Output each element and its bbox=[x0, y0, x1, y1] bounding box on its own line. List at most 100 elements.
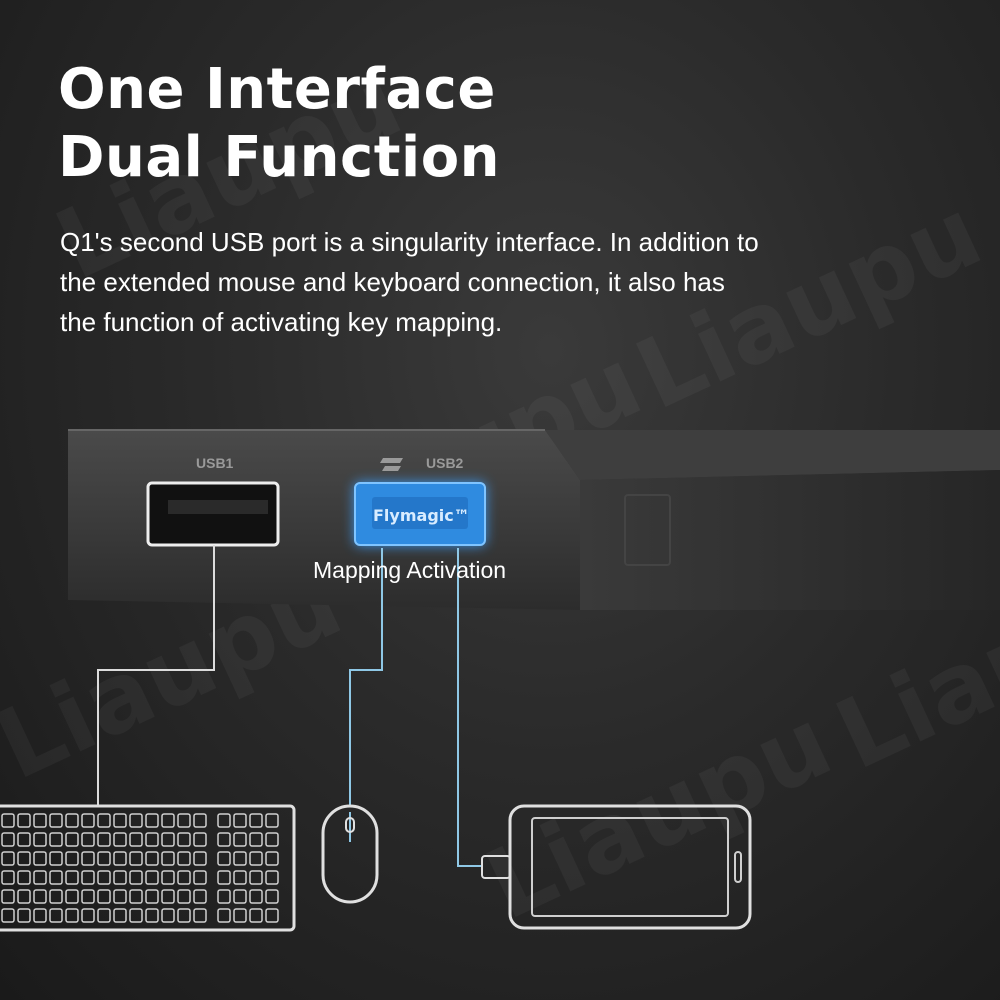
keyboard-key bbox=[81, 870, 95, 885]
keyboard-key bbox=[129, 851, 143, 866]
keyboard-key bbox=[217, 908, 231, 923]
keyboard-key bbox=[17, 851, 31, 866]
keyboard-key bbox=[193, 851, 207, 866]
keyboard-key bbox=[265, 832, 279, 847]
keyboard-key bbox=[217, 870, 231, 885]
keyboard-key bbox=[1, 832, 15, 847]
keyboard-key bbox=[233, 889, 247, 904]
keyboard-key bbox=[65, 908, 79, 923]
keyboard-key bbox=[113, 832, 127, 847]
keyboard-key bbox=[65, 832, 79, 847]
mouse-icon bbox=[321, 804, 379, 904]
keyboard-key bbox=[113, 851, 127, 866]
keyboard-key bbox=[81, 813, 95, 828]
keyboard-key bbox=[33, 832, 47, 847]
keyboard-key bbox=[193, 813, 207, 828]
keyboard-key bbox=[145, 851, 159, 866]
keyboard-key bbox=[129, 870, 143, 885]
usb2-port bbox=[354, 482, 486, 546]
keyboard-key bbox=[145, 908, 159, 923]
keyboard-key bbox=[17, 832, 31, 847]
keyboard-key bbox=[17, 889, 31, 904]
keyboard-key bbox=[161, 832, 175, 847]
keyboard-key bbox=[249, 889, 263, 904]
keyboard-key bbox=[265, 889, 279, 904]
keyboard-key bbox=[17, 870, 31, 885]
keyboard-key bbox=[33, 889, 47, 904]
keyboard-key bbox=[65, 813, 79, 828]
keyboard-key bbox=[233, 813, 247, 828]
keyboard-key bbox=[145, 870, 159, 885]
headline: One Interface Dual Function bbox=[58, 56, 500, 192]
keyboard-key bbox=[233, 832, 247, 847]
keyboard-key bbox=[113, 908, 127, 923]
keyboard-key bbox=[161, 889, 175, 904]
keyboard-key bbox=[177, 908, 191, 923]
headline-line-1: One Interface bbox=[58, 57, 496, 122]
keyboard-key bbox=[249, 870, 263, 885]
description-line-3: the function of activating key mapping. bbox=[60, 307, 503, 337]
keyboard-key bbox=[1, 889, 15, 904]
keyboard-key bbox=[97, 813, 111, 828]
usb2-label: USB2 bbox=[426, 455, 464, 471]
cable-usb2 bbox=[349, 548, 482, 867]
keyboard-key bbox=[97, 889, 111, 904]
keyboard-key bbox=[49, 813, 63, 828]
keyboard-key bbox=[249, 908, 263, 923]
phone-icon bbox=[481, 804, 752, 930]
keyboard-key bbox=[177, 813, 191, 828]
keyboard-key bbox=[97, 851, 111, 866]
keyboard-key bbox=[113, 870, 127, 885]
keyboard-key bbox=[177, 851, 191, 866]
keyboard-key bbox=[233, 908, 247, 923]
keyboard-key bbox=[1, 908, 15, 923]
keyboard-key bbox=[49, 851, 63, 866]
flymagic-logo-icon bbox=[380, 458, 403, 471]
keyboard-key bbox=[33, 813, 47, 828]
keyboard-key bbox=[1, 851, 15, 866]
keyboard-key bbox=[65, 889, 79, 904]
cable-usb1 bbox=[97, 545, 215, 806]
keyboard-key bbox=[81, 851, 95, 866]
keyboard-key bbox=[177, 889, 191, 904]
keyboard-key bbox=[49, 889, 63, 904]
keyboard-key bbox=[49, 832, 63, 847]
keyboard-key bbox=[97, 870, 111, 885]
keyboard-key bbox=[193, 889, 207, 904]
keyboard-key bbox=[17, 908, 31, 923]
keyboard-key bbox=[129, 813, 143, 828]
keyboard-key bbox=[1, 813, 15, 828]
mapping-activation-callout: Mapping Activation bbox=[313, 557, 507, 583]
keyboard-key bbox=[265, 813, 279, 828]
keyboard-key bbox=[49, 908, 63, 923]
keyboard-key bbox=[81, 832, 95, 847]
keyboard-key bbox=[97, 832, 111, 847]
keyboard-key bbox=[177, 832, 191, 847]
keyboard-key bbox=[65, 851, 79, 866]
usb2-brand: Flymagic™ bbox=[373, 506, 470, 525]
keyboard-key bbox=[265, 851, 279, 866]
keyboard-key bbox=[113, 813, 127, 828]
device-front-panel bbox=[68, 429, 1000, 610]
keyboard-key bbox=[217, 889, 231, 904]
keyboard-key bbox=[145, 813, 159, 828]
headline-line-2: Dual Function bbox=[58, 125, 501, 190]
keyboard-key bbox=[17, 813, 31, 828]
keyboard-key bbox=[49, 870, 63, 885]
keyboard-icon bbox=[0, 804, 296, 932]
keyboard-key bbox=[249, 813, 263, 828]
keyboard-key bbox=[177, 870, 191, 885]
usb1-port bbox=[146, 481, 280, 547]
keyboard-key bbox=[145, 889, 159, 904]
keyboard-key bbox=[129, 889, 143, 904]
keyboard-key bbox=[81, 908, 95, 923]
keyboard-key bbox=[161, 813, 175, 828]
keyboard-key bbox=[193, 832, 207, 847]
keyboard-key bbox=[33, 851, 47, 866]
keyboard-key bbox=[33, 870, 47, 885]
keyboard-key bbox=[193, 908, 207, 923]
keyboard-key bbox=[97, 908, 111, 923]
keyboard-key bbox=[233, 870, 247, 885]
keyboard-key bbox=[65, 870, 79, 885]
